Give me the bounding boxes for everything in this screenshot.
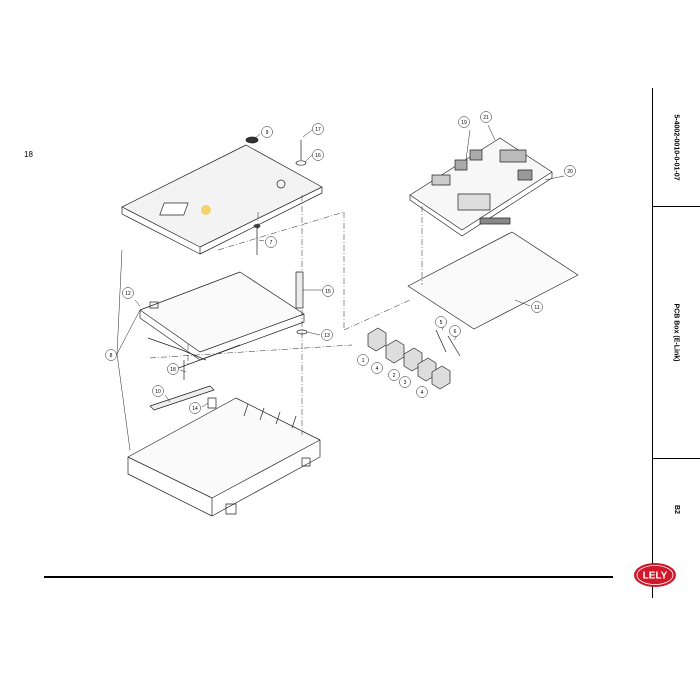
svg-text:4: 4 <box>376 366 379 372</box>
callout-17: 17 <box>312 123 324 135</box>
callout-12: 12 <box>122 287 134 299</box>
svg-text:7: 7 <box>270 240 273 246</box>
leader-lines <box>116 124 565 451</box>
callout-4a: 4 <box>371 362 383 374</box>
callout-group: 1 2 3 4 4 5 6 7 8 9 10 11 12 13 14 15 16… <box>105 111 576 414</box>
callout-19: 19 <box>458 116 470 128</box>
svg-text:19: 19 <box>461 120 467 126</box>
footer-rule <box>44 576 613 578</box>
svg-text:2: 2 <box>393 373 396 379</box>
svg-text:21: 21 <box>483 115 489 121</box>
base-tray <box>127 397 321 517</box>
svg-text:15: 15 <box>325 289 331 295</box>
svg-text:14: 14 <box>192 406 198 412</box>
callout-15: 15 <box>322 285 334 297</box>
callout-10: 10 <box>152 385 164 397</box>
callout-16: 16 <box>312 149 324 161</box>
callout-3: 3 <box>399 376 411 388</box>
svg-text:17: 17 <box>315 127 321 133</box>
callout-13: 13 <box>321 329 333 341</box>
svg-text:1: 1 <box>362 358 365 364</box>
callout-2: 2 <box>388 369 400 381</box>
svg-text:18: 18 <box>170 367 176 373</box>
svg-text:13: 13 <box>324 333 330 339</box>
svg-text:16: 16 <box>315 153 321 159</box>
svg-text:3: 3 <box>404 380 407 386</box>
svg-text:8: 8 <box>110 353 113 359</box>
callout-14: 14 <box>189 402 201 414</box>
svg-text:11: 11 <box>534 305 539 311</box>
pcb-board <box>409 137 553 237</box>
svg-text:LELY: LELY <box>643 571 668 582</box>
svg-text:4: 4 <box>421 390 424 396</box>
callout-1: 1 <box>357 354 369 366</box>
svg-text:20: 20 <box>567 169 573 175</box>
cover-lid <box>121 144 323 255</box>
svg-text:12: 12 <box>125 291 131 297</box>
callout-11: 11 <box>531 301 543 313</box>
assembly-lines <box>149 195 423 435</box>
title-rail: 5-4002-0010-0-01-07 PCB Box (E-Link) B2 <box>652 88 700 598</box>
callout-4b: 4 <box>416 386 428 398</box>
callout-5: 5 <box>435 316 447 328</box>
svg-text:5: 5 <box>440 320 443 326</box>
callout-21: 21 <box>480 111 492 123</box>
connector-set <box>367 327 461 390</box>
mounting-plate <box>139 271 305 411</box>
callout-8: 8 <box>105 349 117 361</box>
svg-text:6: 6 <box>454 329 457 335</box>
callout-18: 18 <box>167 363 179 375</box>
callout-7: 7 <box>265 236 277 248</box>
callout-6: 6 <box>449 325 461 337</box>
lely-logo: LELY <box>634 563 676 587</box>
callout-9: 9 <box>261 126 273 138</box>
callout-20: 20 <box>564 165 576 177</box>
pcb-backing-plate <box>407 231 579 330</box>
svg-text:9: 9 <box>266 130 269 136</box>
svg-text:10: 10 <box>155 389 161 395</box>
highlight-dot <box>201 205 211 215</box>
page-number: 18 <box>24 150 33 159</box>
